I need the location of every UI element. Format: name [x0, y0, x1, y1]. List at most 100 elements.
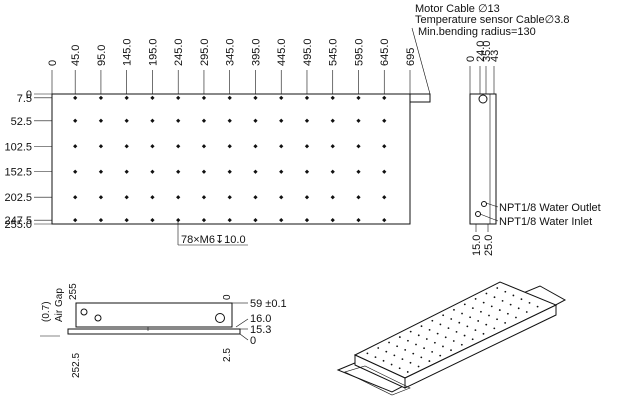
iso-hole	[485, 292, 488, 295]
mounting-hole	[304, 118, 310, 123]
cable-exit	[409, 93, 431, 103]
x-dim-label: 395.0	[250, 38, 262, 66]
mounting-hole	[150, 218, 155, 223]
iso-hole	[439, 323, 442, 326]
iso-hole	[436, 332, 439, 335]
mounting-hole	[176, 118, 181, 123]
y-dim-label: 7.5	[17, 93, 32, 105]
iso-hole	[488, 314, 490, 317]
iso-hole	[431, 319, 434, 322]
mounting-hole	[124, 218, 129, 223]
y-dim-label: 152.5	[4, 167, 32, 179]
iso-hole	[498, 309, 501, 311]
iso-hole	[517, 307, 520, 310]
mounting-hole	[253, 169, 258, 174]
mounting-hole	[304, 218, 310, 223]
front-port-icon-2	[94, 314, 102, 322]
x-dim-label: 595.0	[353, 38, 365, 66]
side-view-plate	[469, 93, 497, 225]
mounting-hole	[330, 218, 335, 223]
mounting-hole	[227, 218, 232, 223]
side-top-dim-label: 0	[465, 56, 477, 62]
iso-hole	[515, 316, 517, 319]
mounting-hole	[124, 118, 129, 123]
iso-hole	[420, 325, 423, 328]
mounting-hole	[124, 195, 129, 200]
front-right-top-dim: 0	[222, 294, 233, 300]
y-dim-label: 255.0	[4, 219, 32, 231]
front-cable-icon	[215, 313, 225, 323]
iso-hole	[461, 312, 463, 315]
iso-hole	[490, 305, 493, 308]
front-view-body	[75, 302, 233, 328]
y-dim-label: 247.5	[4, 215, 32, 227]
mounting-hole	[253, 144, 258, 149]
mounting-hole	[382, 144, 387, 149]
iso-hole	[442, 345, 444, 348]
iso-hole	[469, 316, 472, 319]
water-outlet-label: NPT1/8 Water Outlet	[499, 202, 601, 214]
iso-hole	[485, 323, 488, 326]
front-view-base	[67, 328, 241, 335]
front-left-bottom-dim: 252.5	[71, 353, 82, 378]
mounting-hole	[150, 169, 155, 174]
iso-hole	[471, 338, 474, 341]
iso-hole	[455, 330, 458, 333]
cable-note-line-2: Temperature sensor Cable∅3.8	[415, 14, 570, 26]
x-dim-label: 145.0	[122, 38, 134, 66]
iso-hole	[450, 349, 452, 352]
mounting-hole	[330, 95, 335, 100]
iso-hole	[423, 347, 425, 350]
x-dim-label: 645.0	[379, 38, 391, 66]
mounting-hole	[304, 169, 310, 174]
mounting-hole	[73, 118, 78, 123]
front-right-bottom-dim: 2.5	[222, 348, 233, 362]
mounting-hole	[73, 169, 78, 174]
mounting-hole	[279, 95, 284, 100]
iso-hole	[396, 345, 399, 348]
air-gap-value: (0.7)	[41, 301, 52, 322]
mounting-hole	[73, 144, 78, 149]
mounting-hole	[150, 144, 155, 149]
iso-hole	[374, 356, 377, 359]
iso-hole	[501, 300, 504, 302]
iso-hole	[493, 296, 496, 299]
iso-hole	[439, 354, 442, 357]
mounting-hole	[124, 169, 129, 174]
cable-port-icon	[478, 94, 488, 104]
iso-hole	[393, 354, 396, 357]
y-dim-label: 0	[26, 89, 32, 101]
mounting-hole	[253, 118, 258, 123]
iso-hole	[496, 318, 498, 321]
mounting-hole	[98, 144, 104, 149]
water-inlet-leader	[479, 213, 499, 222]
mounting-hole	[201, 195, 207, 200]
mounting-hole	[176, 169, 181, 174]
mounting-hole	[356, 144, 361, 149]
iso-hole	[388, 341, 390, 344]
iso-hole	[471, 307, 474, 309]
mounting-hole	[176, 195, 181, 200]
iso-hole	[417, 365, 420, 368]
iso-hole	[404, 349, 407, 351]
x-dim-label: 195.0	[147, 38, 159, 66]
iso-hole	[506, 312, 509, 315]
cable-leader	[411, 27, 431, 95]
iso-hole	[460, 343, 463, 346]
mounting-hole	[356, 118, 361, 123]
mounting-hole	[73, 218, 78, 223]
side-top-dim-label: 43	[489, 50, 501, 62]
x-dim-label: 345.0	[225, 38, 237, 66]
mounting-hole	[330, 118, 335, 123]
isometric-view	[336, 281, 567, 396]
y-dim-label: 202.5	[4, 192, 32, 204]
cable-note-line-3: Min.bending radius=130	[418, 26, 536, 38]
iso-hole	[477, 320, 480, 322]
y-dim-label: 102.5	[4, 141, 32, 153]
iso-hole	[528, 301, 531, 304]
iso-hole	[431, 351, 434, 353]
mounting-hole	[98, 169, 104, 174]
